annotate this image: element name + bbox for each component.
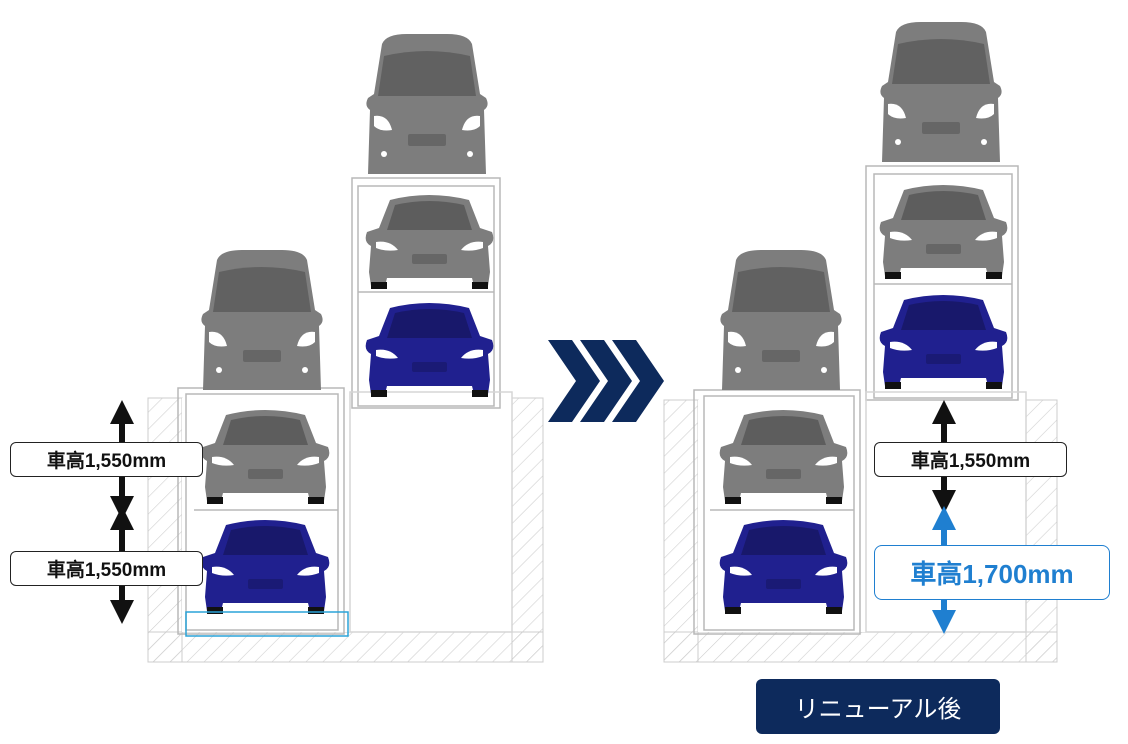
sedan-icon [879, 185, 1008, 279]
lift-frame-left [693, 389, 861, 635]
minivan-icon [366, 34, 488, 174]
height-label-right-upper: 車高1,550mm [874, 442, 1067, 477]
minivan-icon [201, 250, 323, 390]
highlight-box [185, 611, 349, 637]
triple-chevron-icon [548, 340, 664, 422]
height-label-left-lower: 車高1,550mm [10, 551, 203, 586]
pit-floor [663, 631, 1058, 663]
pit-wall-right [511, 397, 544, 663]
pit-wall-right [1025, 399, 1058, 663]
pit-wall-left [147, 397, 183, 663]
minivan-icon [720, 250, 842, 390]
height-label-right-lower: 車高1,700mm [874, 545, 1110, 600]
sedan-icon [365, 195, 494, 289]
height-label-left-upper: 車高1,550mm [10, 442, 203, 477]
after-renewal-badge: リニューアル後 [756, 679, 1000, 734]
left-diagram [110, 34, 544, 663]
pit-wall-left [663, 399, 699, 663]
sedan-icon [879, 295, 1008, 389]
lift-frame-right [349, 177, 513, 633]
right-diagram [663, 22, 1058, 663]
minivan-icon [880, 22, 1002, 162]
sedan-icon [365, 303, 494, 397]
